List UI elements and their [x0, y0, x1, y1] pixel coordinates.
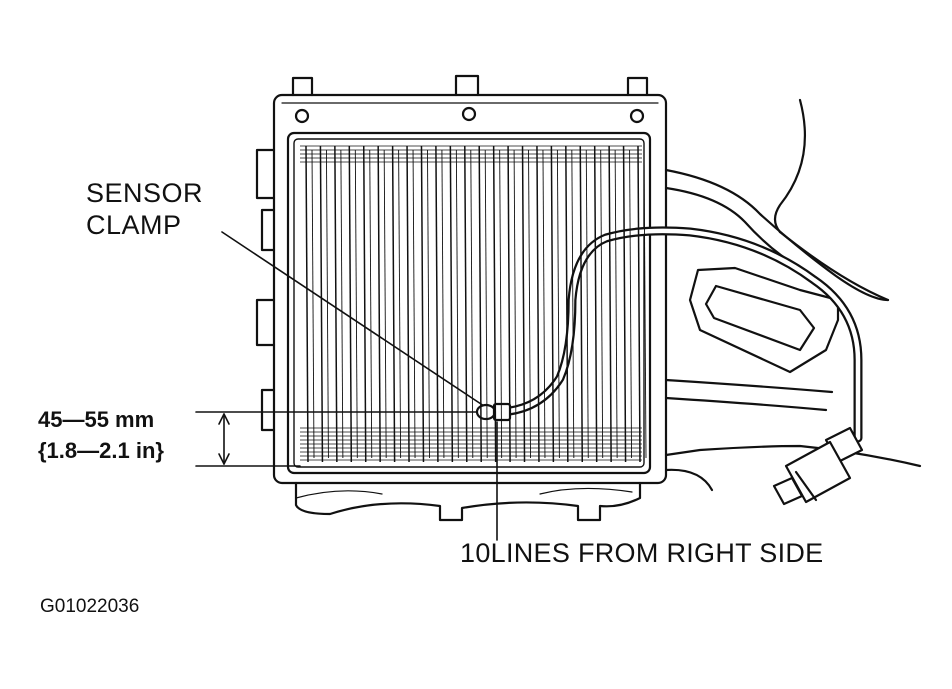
- fin-line: [478, 145, 482, 463]
- fin-line: [305, 145, 309, 463]
- fin-line: [492, 145, 497, 463]
- fin-line: [391, 145, 396, 463]
- dimension-label: 45—55 mm {1.8—2.1 in}: [38, 409, 164, 471]
- fin-line: [435, 145, 439, 463]
- evaporator-housing: [272, 93, 668, 485]
- fin-line: [565, 145, 569, 463]
- sensor-clamp: [475, 403, 497, 421]
- housing-bottom: [294, 481, 642, 522]
- side-bracket: [255, 298, 276, 347]
- fin-line-inner: [311, 149, 315, 459]
- fin-line-inner: [427, 149, 430, 459]
- fin-line-inner: [614, 149, 618, 459]
- dimension-mm: 45—55 mm: [38, 407, 155, 432]
- lines-from-right-label: 10LINES FROM RIGHT SIDE: [460, 538, 824, 568]
- fin-line: [334, 145, 338, 463]
- fin-line-inner: [325, 149, 329, 459]
- fin-line-inner: [484, 149, 488, 459]
- fin-line: [377, 145, 381, 463]
- fin-line-inner: [470, 149, 474, 459]
- fin-line: [362, 145, 367, 463]
- mount-hole: [294, 108, 310, 124]
- fin-line-inner: [340, 149, 344, 459]
- fin-line: [507, 145, 511, 463]
- fin-line: [348, 145, 353, 463]
- fin-line-inner: [383, 149, 387, 459]
- housing-tab: [626, 76, 649, 97]
- fin-line-inner: [542, 149, 546, 459]
- fin-line-inner: [571, 149, 575, 459]
- fin-line-inner: [643, 149, 647, 459]
- fin-line: [608, 145, 612, 463]
- fin-line-inner: [441, 149, 445, 459]
- mount-hole: [461, 106, 477, 122]
- fin-line: [536, 145, 540, 463]
- fin-line-inner: [412, 149, 416, 459]
- evaporator-core: [286, 131, 652, 475]
- fin-line: [406, 145, 410, 463]
- fin-line-inner: [455, 149, 459, 459]
- sensor-label-line2: CLAMP: [86, 210, 182, 240]
- sensor-clamp-leader: [221, 231, 485, 407]
- fin-line: [420, 145, 425, 463]
- side-bracket: [260, 388, 276, 432]
- fin-line: [550, 145, 555, 463]
- fin-line: [521, 145, 526, 463]
- fin-line-inner: [629, 149, 633, 459]
- evaporator-fins: [300, 145, 647, 463]
- fin-line-inner: [369, 149, 373, 459]
- sensor-label-line1: SENSOR: [86, 178, 204, 208]
- fin-line-inner: [513, 149, 517, 459]
- access-cover: [688, 266, 840, 374]
- fin-line: [464, 145, 468, 463]
- figure-code: G01022036: [40, 596, 140, 617]
- fin-line-inner: [499, 149, 503, 459]
- sensor-clamp-label: SENSOR CLAMP: [86, 180, 203, 244]
- dimension-in: {1.8—2.1 in}: [38, 438, 164, 463]
- fin-line: [449, 145, 454, 463]
- fin-line-inner: [556, 149, 560, 459]
- housing-tab: [454, 74, 480, 97]
- fin-line-inner: [354, 149, 358, 459]
- side-bracket: [255, 148, 276, 200]
- fin-line: [593, 145, 598, 463]
- mount-hole: [629, 108, 645, 124]
- fin-line: [319, 145, 324, 463]
- fin-line-inner: [528, 149, 531, 459]
- fin-line-inner: [600, 149, 604, 459]
- fin-line-inner: [398, 149, 402, 459]
- fin-line: [622, 145, 627, 463]
- fin-line: [637, 145, 641, 463]
- fin-line-inner: [585, 149, 589, 459]
- fin-line: [579, 145, 584, 463]
- side-bracket: [260, 208, 276, 252]
- housing-tab: [291, 76, 314, 97]
